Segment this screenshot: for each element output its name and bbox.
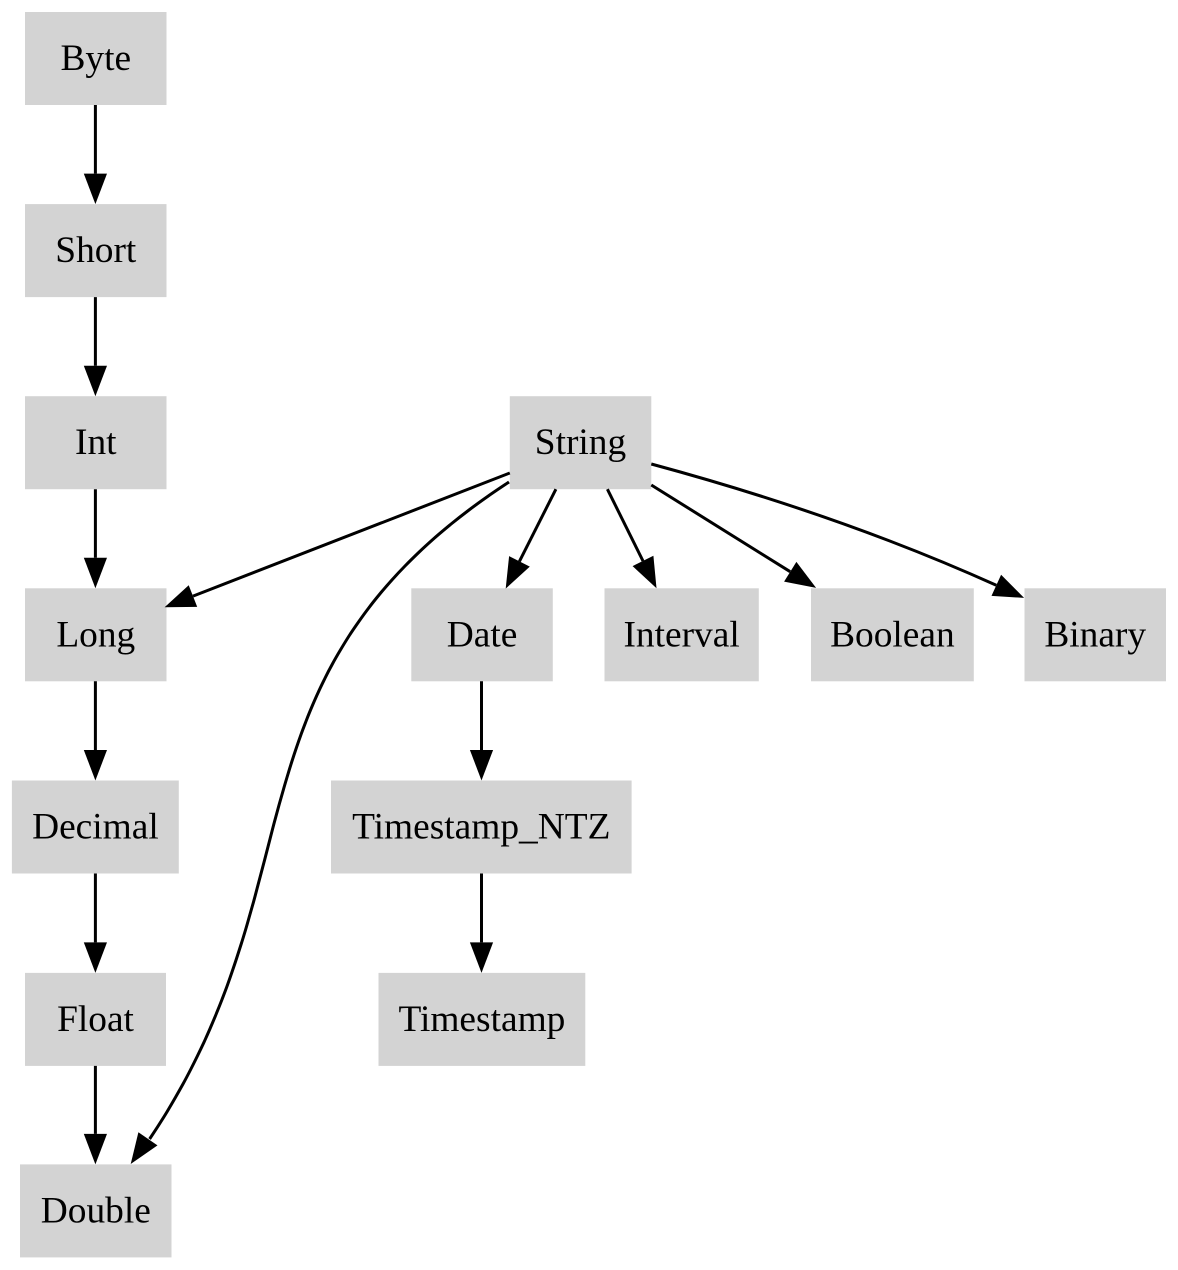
svg-text:String: String [535,422,626,463]
svg-text:Float: Float [57,999,134,1040]
svg-text:Timestamp: Timestamp [398,999,565,1040]
svg-text:Long: Long [56,614,135,655]
svg-text:Date: Date [447,614,518,655]
svg-text:Double: Double [41,1190,151,1231]
svg-text:Int: Int [75,422,117,463]
svg-text:Timestamp_NTZ: Timestamp_NTZ [352,807,610,848]
svg-text:Boolean: Boolean [830,614,955,655]
svg-text:Short: Short [55,230,137,271]
svg-text:Binary: Binary [1044,614,1146,655]
svg-text:Interval: Interval [623,614,739,655]
svg-text:Decimal: Decimal [32,807,159,848]
svg-text:Byte: Byte [60,38,131,79]
